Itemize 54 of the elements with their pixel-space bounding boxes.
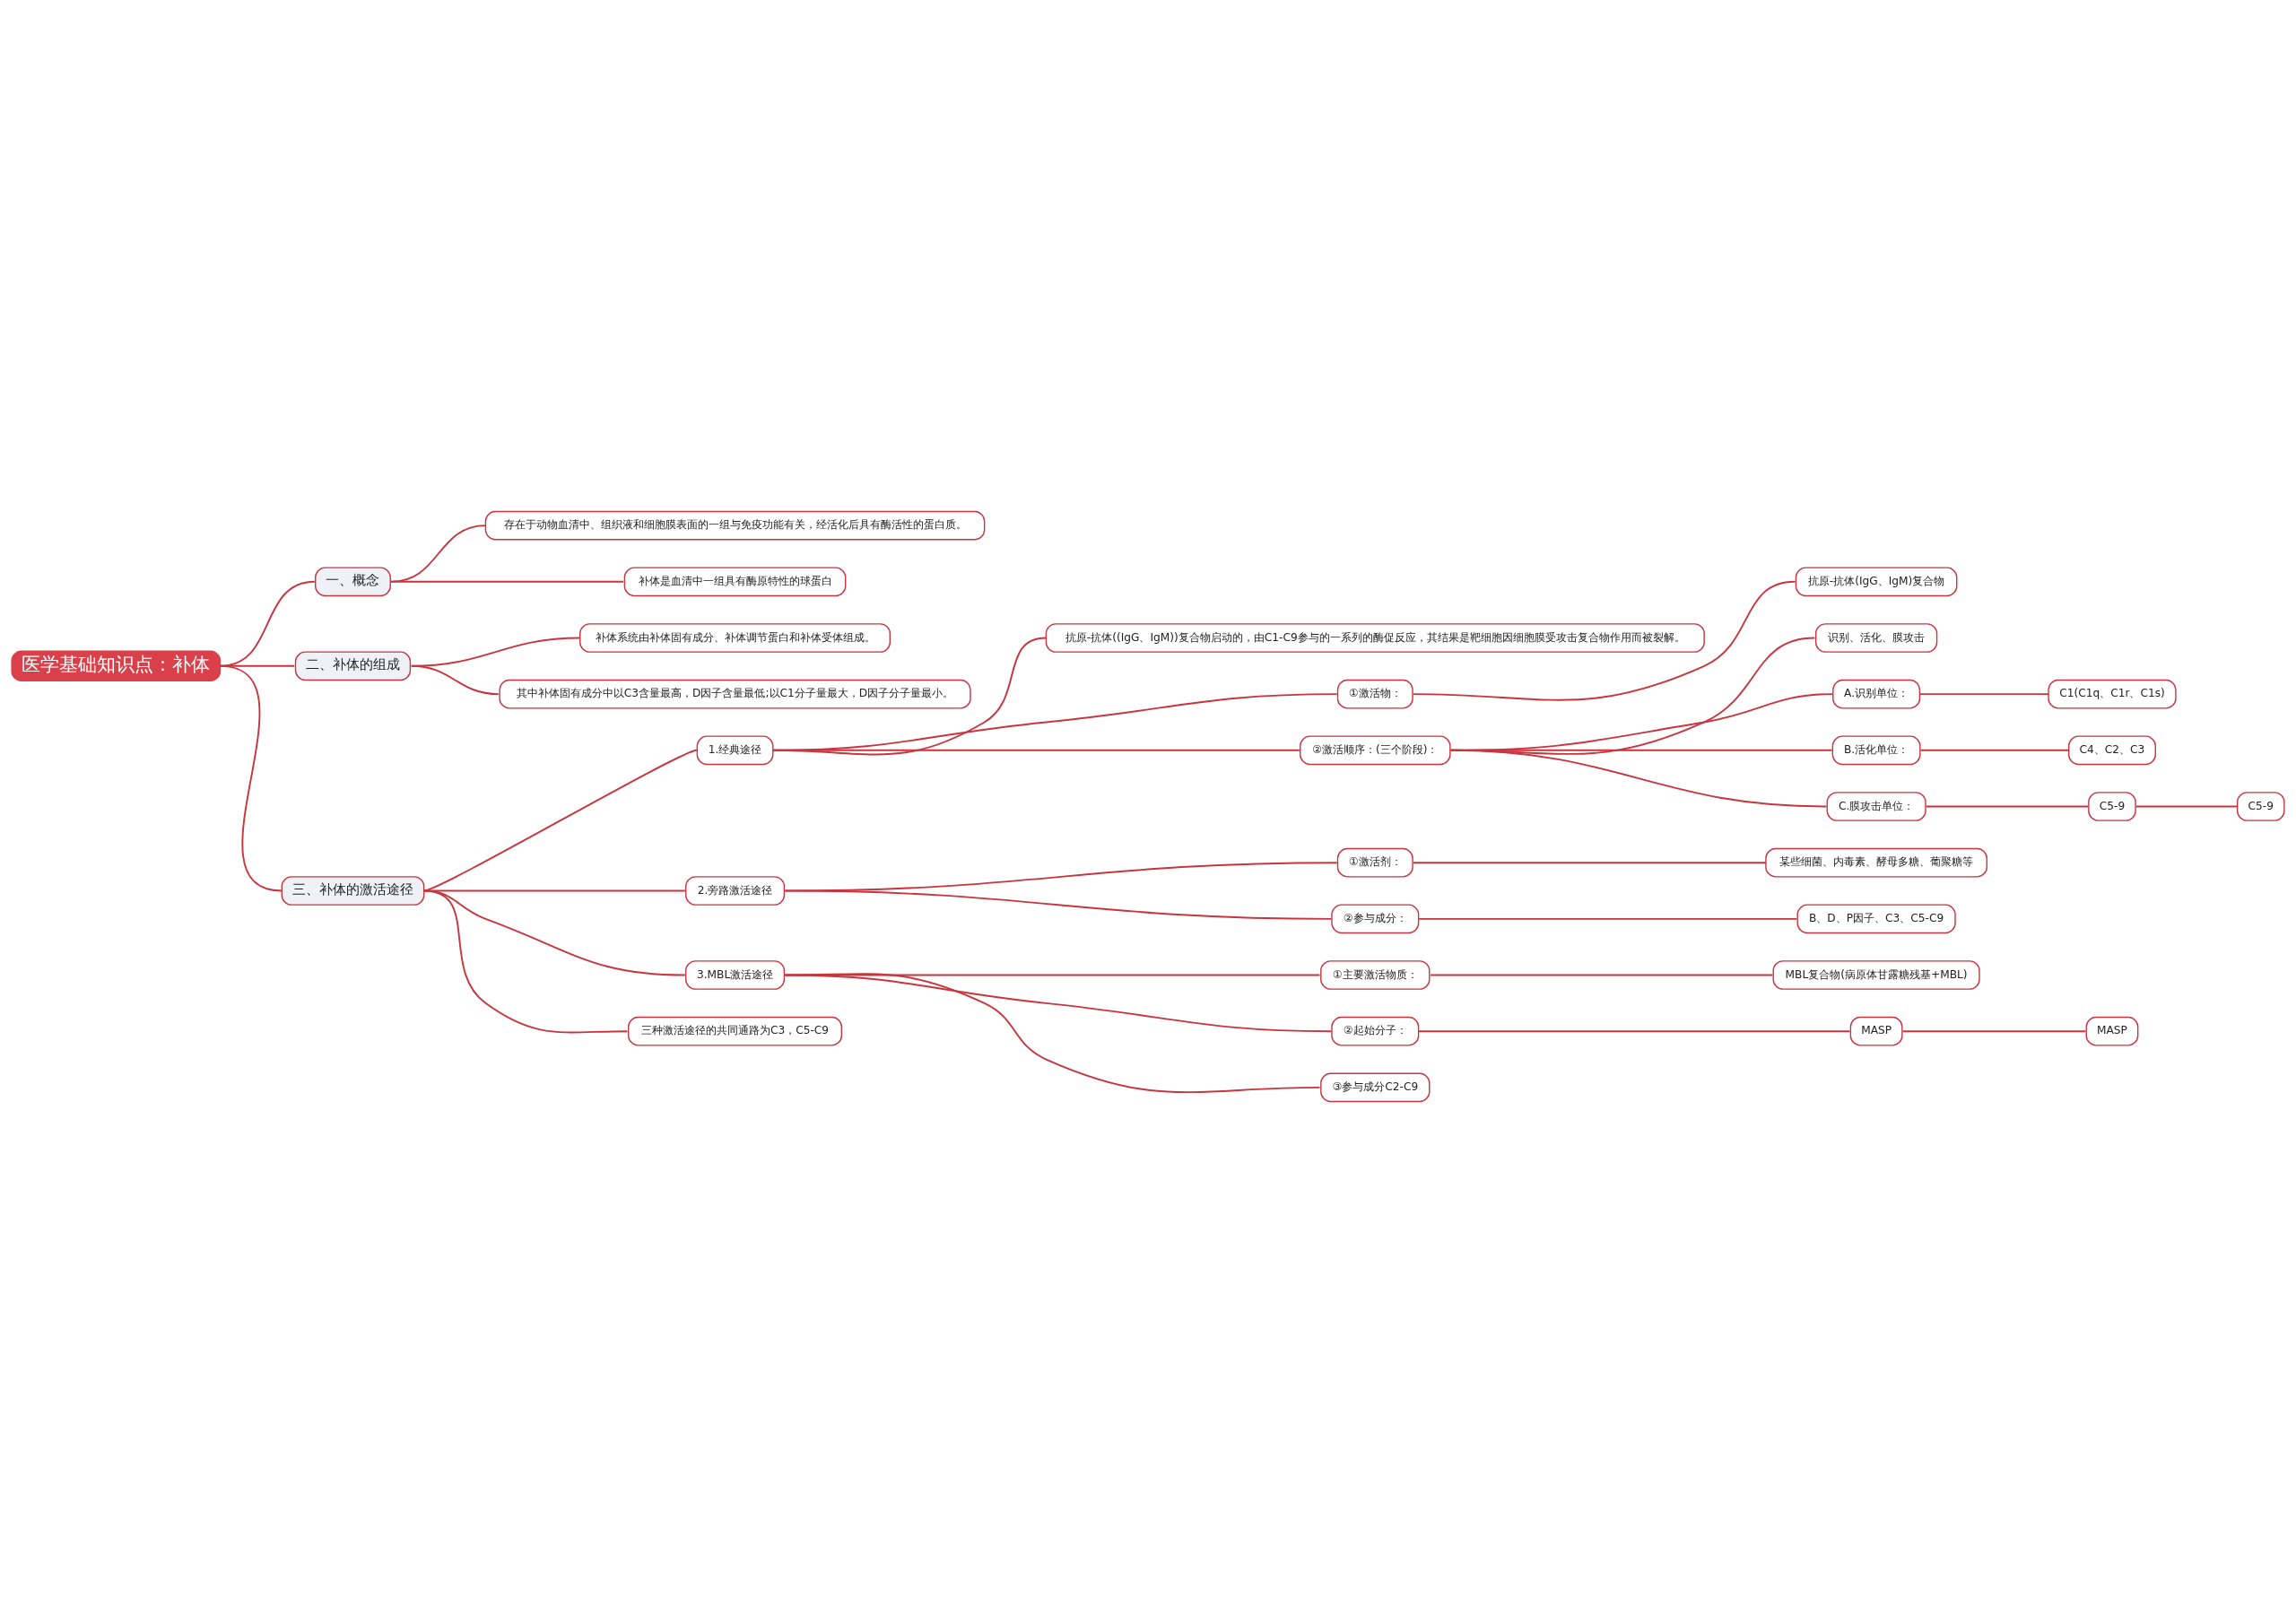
node-box: C.膜攻击单位： [1826,792,1926,821]
node-box: 一、概念 [315,567,391,597]
node-box: C5-9 [2236,792,2285,821]
connector [784,889,1333,920]
connector [410,664,500,696]
node-box: 抗原-抗体(IgG、IgM)复合物 [1795,567,1958,597]
connector [1413,580,1796,701]
node-box: 三、补体的激活途径 [281,876,425,906]
node-box: ①激活物： [1336,679,1413,709]
connector [2135,805,2239,808]
node-box: ③参与成分C2-C9 [1320,1072,1431,1103]
node-box: MASP [2085,1016,2139,1046]
node-box: B.活化单位： [1831,735,1921,766]
connector [1413,862,1767,864]
node-box: 3.MBL激活途径 [685,960,786,990]
node-box: 识别、活化、膜攻击 [1814,623,1938,653]
connector [1925,805,2089,808]
node-box: C1(C1q、C1r、C1s) [2048,679,2177,709]
connector [1918,693,2049,696]
node-box: A.识别单位： [1832,679,1921,709]
node-box: 补体是血清中一组具有酶原特性的球蛋白 [623,567,847,597]
node-box: ②起始分子： [1331,1016,1420,1046]
node-box: ②激活顺序：(三个阶段)： [1300,735,1451,766]
node-box: 存在于动物血清中、组织液和细胞膜表面的一组与免疫功能有关，经活化后具有酶活性的蛋白质。 [484,510,986,541]
connector [1418,917,1798,920]
connector [1430,974,1774,976]
node-box: ①激活剂： [1336,847,1413,878]
node-box: C4、C2、C3 [2067,735,2156,766]
connector [219,664,283,892]
node-box: C5-9 [2088,792,2136,821]
node-box: 二、补体的组成 [294,651,412,681]
node-box: 某些细菌、内毒素、酵母多糖、葡聚糖等 [1765,847,1987,878]
connector [1418,1030,1851,1033]
node-box: 三种激活途径的共同通路为C3，C5-C9 [628,1016,843,1046]
connector [422,889,629,1034]
node-box: MASP [1849,1016,1903,1046]
node-box: 2.旁路激活途径 [685,876,786,906]
node-box: 1.经典途径 [696,735,774,766]
node-box: 医学基础知识点：补体 [11,650,222,682]
connector [390,580,625,583]
connector [772,693,1338,751]
node-box: MBL复合物(病原体甘露糖残基+MBL) [1772,960,1980,990]
connector [1449,749,1828,808]
connector [784,973,1321,1093]
connector [422,749,698,892]
connector [1901,1030,2087,1033]
connector [1919,749,2070,751]
connector [772,749,1300,751]
node-box: ②参与成分： [1331,904,1420,934]
node-box: 其中补体固有成分中以C3含量最高，D因子含量最低;以C1分子量最大，D因子分子量最小。 [499,679,971,709]
node-box: B、D、P因子、C3、C5-C9 [1796,904,1956,934]
node-box: 抗原-抗体((IgG、IgM))复合物启动的，由C1-C9参与的一系列的酶促反应，其结果是靶细胞因细胞膜受攻击复合物作用而被裂解。 [1045,623,1705,653]
node-box: ①主要激活物质： [1320,960,1431,990]
node-box: 补体系统由补体固有成分、补体调节蛋白和补体受体组成。 [579,623,891,653]
